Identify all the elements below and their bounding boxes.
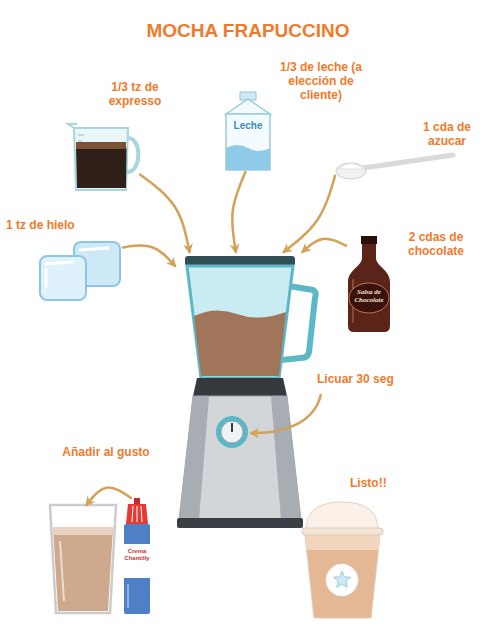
blender-part (187, 266, 293, 378)
ice-cubes (40, 242, 120, 300)
ice-cubes-part (40, 256, 86, 300)
step-label: Añadir al gusto (60, 445, 152, 459)
ingredient-arrow (232, 172, 245, 252)
finished-drink-part (306, 502, 378, 530)
sugar-spoon-part (338, 164, 364, 170)
finished-drink-part (305, 535, 380, 550)
espresso-cup: 1/3 tz de expresso (68, 122, 140, 192)
blender-part (231, 423, 233, 432)
sugar-spoon (336, 155, 453, 179)
blender-part (216, 416, 248, 448)
step-label: 1/3 tz de expresso (90, 80, 180, 108)
blender-part (193, 378, 287, 396)
step-label: Listo!! (350, 476, 410, 490)
blender-part (177, 518, 303, 528)
chocolate-bottle-part (362, 244, 376, 258)
ingredient-arrow (284, 176, 335, 252)
blender: Licuar 30 seg (175, 252, 320, 530)
drink-glass-part (60, 541, 64, 601)
finished-drink-part (305, 535, 380, 618)
chocolate-bottle (348, 236, 390, 332)
espresso-cup-part (74, 128, 128, 190)
ingredient-arrow (87, 488, 132, 505)
ingredient-arrow (140, 175, 190, 253)
blender-part (194, 310, 286, 376)
ingredient-arrow (123, 246, 175, 266)
step-label: 1 cda de azucar (407, 120, 487, 148)
espresso-cup-part (78, 135, 84, 141)
espresso-cup-part (68, 124, 77, 128)
cream-can-part (134, 498, 140, 504)
espresso-cup-part (127, 138, 138, 172)
cream-can: Crema Chantilly (122, 498, 152, 614)
finished-drink-part (302, 528, 383, 535)
drink-glass-part (53, 527, 113, 535)
step-label: 1/3 de leche (a elección de cliente) (266, 60, 376, 102)
blender (177, 256, 321, 528)
chocolate-bottle-part (349, 283, 389, 313)
cream-can-part (132, 506, 142, 522)
ice-cubes-part (46, 262, 72, 286)
blender-part (271, 396, 301, 520)
finished-drink (302, 502, 383, 618)
milk-carton-part (226, 99, 270, 114)
cream-can-part (127, 584, 129, 608)
drink-glass-part (53, 527, 113, 611)
cream-can-part (124, 524, 150, 614)
carton-label: Leche (222, 120, 274, 132)
finished-drink: Listo!! (300, 500, 385, 620)
finished-drink-part (333, 571, 350, 587)
sugar-spoon: 1 cda de azucar (335, 152, 455, 180)
sugar-spoon-part (336, 163, 366, 179)
finished-drink-part (326, 564, 358, 596)
blender-part (221, 421, 243, 443)
chocolate-bottle-part (348, 258, 390, 332)
drink-glass: Añadir al gusto (48, 505, 118, 615)
chocolate-bottle-part (361, 236, 377, 244)
drink-glass (50, 505, 116, 613)
chocolate-bottle: 2 cdas de chocolateSalsa de Chocolate (346, 236, 392, 332)
step-label: Licuar 30 seg (317, 372, 417, 386)
milk-carton: 1/3 de leche (a elección de cliente)Lech… (222, 92, 274, 172)
ice-cubes: 1 tz de hielo (38, 240, 123, 302)
ingredient-arrow (303, 239, 346, 252)
milk-carton-part (226, 145, 270, 170)
bottle-label: Salsa de Chocolate (349, 288, 389, 304)
leader-line (251, 394, 321, 433)
espresso-cup (68, 124, 138, 190)
step-label: 2 cdas de chocolate (392, 230, 480, 258)
title: MOCHA FRAPUCCINO (0, 20, 496, 42)
espresso-cup-part (76, 148, 127, 188)
ice-cubes-part (80, 248, 108, 250)
drink-glass-part (50, 505, 116, 613)
can-label: Crema Chantilly (122, 548, 152, 562)
blender-part (179, 396, 209, 520)
sugar-spoon-part (363, 155, 453, 168)
blender-part (179, 396, 301, 520)
cream-can-part (126, 504, 148, 524)
step-label: 1 tz de hielo (6, 218, 106, 232)
espresso-cup-part (76, 142, 126, 149)
